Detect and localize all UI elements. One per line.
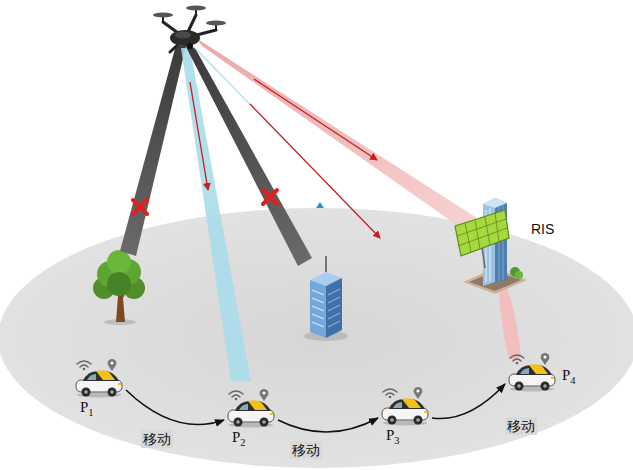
ris-illustration <box>445 196 570 296</box>
vehicle-node: P2 <box>224 388 278 452</box>
edge-label: 移动 <box>505 417 537 435</box>
reflected-beam <box>498 282 521 360</box>
blocked-beam <box>120 45 186 256</box>
signal-arrow <box>190 82 208 190</box>
car-icon <box>505 352 559 392</box>
tree <box>93 250 145 325</box>
car-icon <box>72 358 126 398</box>
ris-beam <box>196 38 477 233</box>
car-icon <box>378 386 432 426</box>
blocked-cross <box>133 200 147 214</box>
edge-label: 移动 <box>141 430 173 448</box>
move-arrow <box>126 390 224 425</box>
position-label: P3 <box>386 426 400 450</box>
signal-arrow <box>250 104 380 238</box>
car-icon <box>224 388 278 428</box>
move-arrow <box>432 384 505 419</box>
vehicle-node: P4 <box>505 352 581 392</box>
ris-label: RIS <box>531 221 554 237</box>
position-label: P2 <box>232 428 246 452</box>
position-label: P1 <box>80 398 94 422</box>
blocked-cross <box>263 190 277 204</box>
edge-label: 移动 <box>290 441 322 459</box>
small-marker <box>316 202 324 208</box>
vehicle-node: P3 <box>378 386 432 450</box>
vehicle-node: P1 <box>72 358 126 422</box>
signal-arrow <box>254 79 377 160</box>
position-label: P4 <box>562 366 576 390</box>
move-arrow <box>278 418 378 432</box>
ris-node: RIS <box>445 196 570 296</box>
uav <box>153 6 226 53</box>
direct-beam <box>190 44 510 372</box>
ground <box>0 208 633 468</box>
building <box>304 256 348 341</box>
